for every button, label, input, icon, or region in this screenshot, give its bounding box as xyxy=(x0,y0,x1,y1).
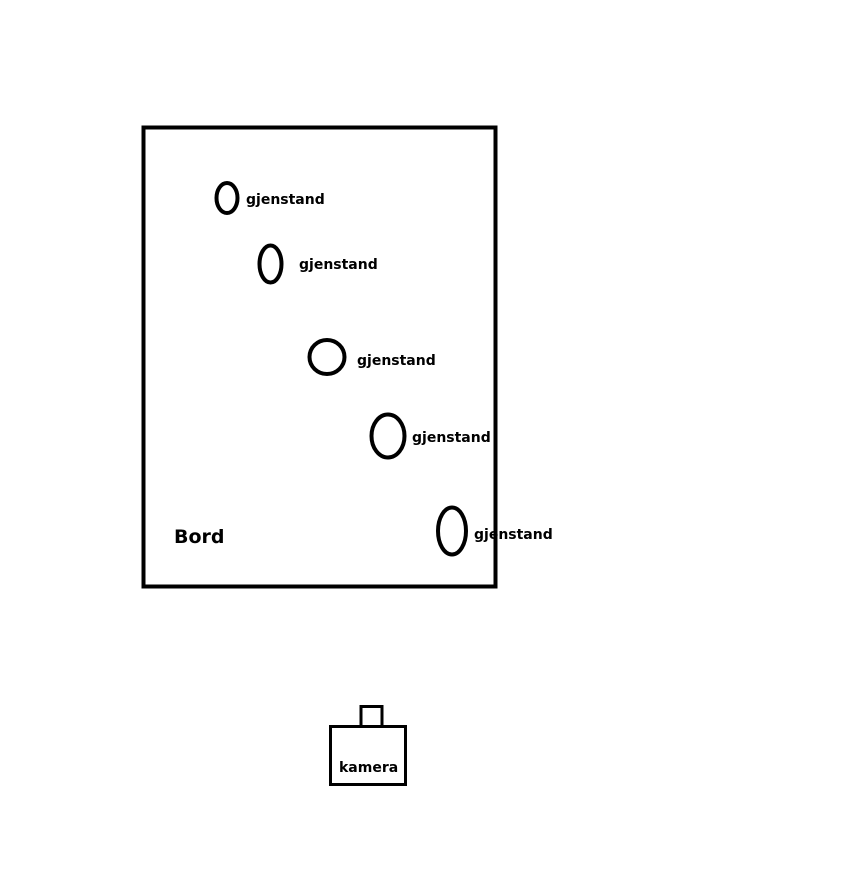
table-label: Bord xyxy=(174,526,225,548)
object-2-ellipse xyxy=(257,243,284,285)
object-4-label: gjenstand xyxy=(412,430,491,446)
object-3-ellipse xyxy=(307,338,347,376)
object-2-label: gjenstand xyxy=(299,257,378,273)
object-1-label: gjenstand xyxy=(246,192,325,208)
object-3-label: gjenstand xyxy=(357,353,436,369)
camera-body xyxy=(329,725,407,786)
camera-viewfinder xyxy=(359,705,384,728)
object-5-ellipse xyxy=(436,505,468,557)
table-outline xyxy=(141,125,498,589)
camera-label: kamera xyxy=(339,760,398,776)
object-5-label: gjenstand xyxy=(474,527,553,543)
object-1-ellipse xyxy=(214,181,240,215)
object-4-ellipse xyxy=(369,412,407,460)
